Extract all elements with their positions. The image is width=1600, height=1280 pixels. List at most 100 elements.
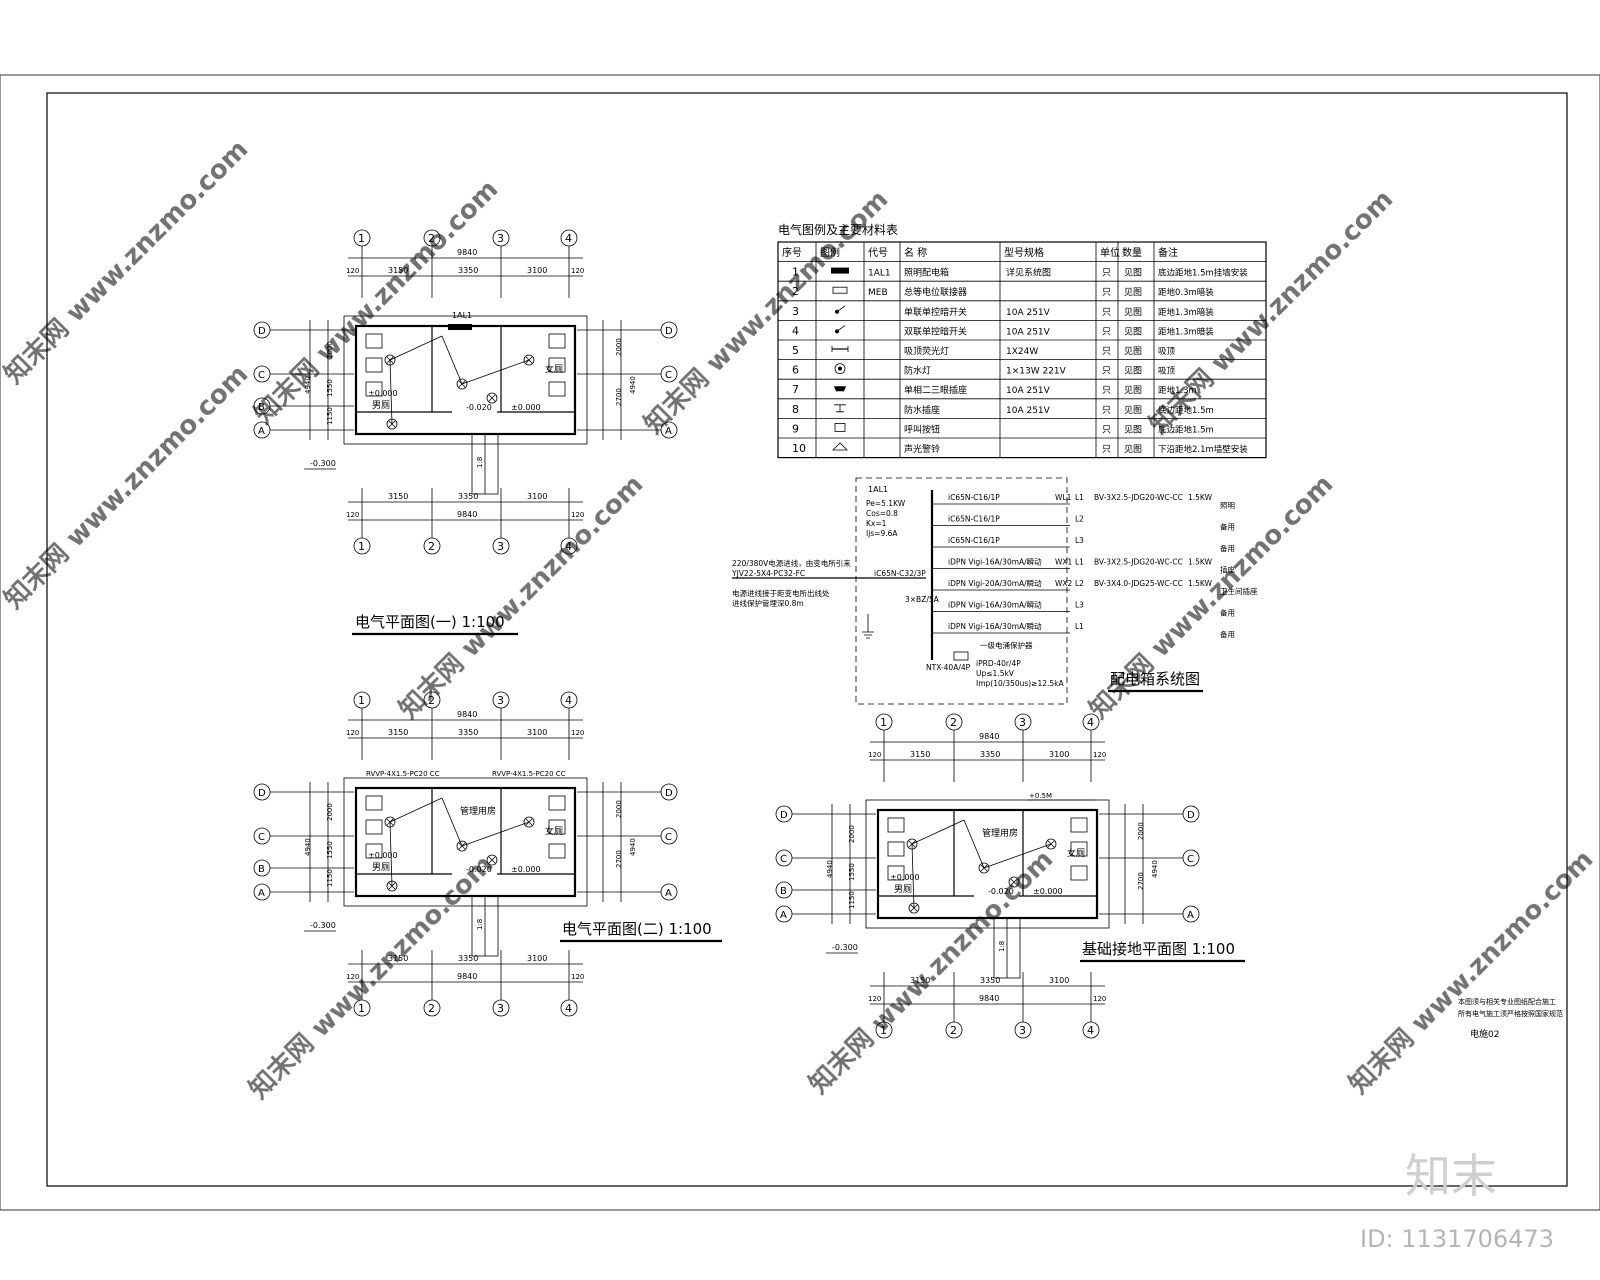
dim-height-right: 4940 <box>629 838 637 856</box>
dim-right: 2700 <box>615 850 623 868</box>
branch-power: 1.5KW <box>1188 558 1213 567</box>
legend-name: 吸顶荧光灯 <box>904 345 949 357</box>
legend-header: 数量 <box>1122 246 1142 259</box>
axis-label-bottom: 1 <box>880 1024 887 1037</box>
dim-span: 3150 <box>388 728 408 737</box>
building-apron <box>865 799 1110 929</box>
system-dashed-box <box>855 477 1068 705</box>
brand-logo: 知末 <box>1405 1149 1497 1203</box>
legend-name: 防水插座 <box>904 404 940 416</box>
legend-spec: 1×13W 221V <box>1006 367 1067 377</box>
legend-header: 名 称 <box>904 246 927 259</box>
dim-edge-bottom: 120 <box>346 973 359 981</box>
row-label-left: D <box>258 326 266 337</box>
legend-qty: 见图 <box>1124 424 1142 435</box>
watermark-1: 知末网 www.znzmo.com <box>0 134 254 389</box>
axis-label-top: 2 <box>950 716 957 729</box>
dim-span-bottom: 3100 <box>527 492 547 501</box>
spd-spec: Up≤1.5kV <box>976 669 1015 678</box>
plan-1-title: 电气平面图(一) 1:100 <box>355 613 505 631</box>
row-label-left: C <box>258 832 265 843</box>
legend-qty: 见图 <box>1124 366 1142 377</box>
ground-level: -0.300 <box>832 943 858 952</box>
branch-breaker: iDPN Vigi-16A/30mA/瞬动 <box>948 557 1042 567</box>
system-param: Cos=0.8 <box>866 509 898 518</box>
waterproof-socket-icon <box>834 404 846 413</box>
level-mark: ±0.000 <box>368 389 398 398</box>
axis-label-top: 4 <box>1087 716 1094 729</box>
legend-no: 4 <box>792 324 799 337</box>
waterproof-lamp-icon <box>978 862 990 874</box>
legend-unit: 只 <box>1102 386 1111 396</box>
row-label-left: D <box>258 788 266 799</box>
legend-spec: 10A 251V <box>1006 308 1051 318</box>
legend-no: 3 <box>792 305 799 318</box>
dim-left: 2000 <box>326 341 334 359</box>
dim-height-right: 4940 <box>1151 860 1159 878</box>
branch-phase: L1 <box>1075 622 1084 631</box>
dim-span: 3350 <box>458 266 478 275</box>
toilet-stall <box>365 843 383 859</box>
dim-span: 3100 <box>527 728 547 737</box>
legend-note: 距地1.3m <box>1158 385 1197 396</box>
meb-icon <box>832 286 848 294</box>
dim-right: 2000 <box>615 800 623 818</box>
legend-unit: 只 <box>1102 367 1111 377</box>
axis-bubble-bottom <box>492 999 510 1017</box>
row-label-right: D <box>665 326 673 337</box>
axis-bubble-bottom <box>875 1021 893 1039</box>
legend-qty: 见图 <box>1124 405 1142 416</box>
dim-span: 3350 <box>980 750 1000 759</box>
row-label-left: D <box>780 810 788 821</box>
legend-spec: 详见系统图 <box>1006 267 1051 279</box>
room-label: 管理用房 <box>460 805 496 817</box>
branch-cable: BV-3X2.5-JDG20-WC-CC <box>1094 493 1183 502</box>
toilet-stall <box>548 843 566 859</box>
dim-total: 9840 <box>979 732 999 741</box>
ground-level: -0.300 <box>310 921 336 930</box>
row-label-right: A <box>665 426 672 437</box>
legend-spec: 10A 251V <box>1006 386 1051 396</box>
dim-left: 1550 <box>848 863 856 881</box>
dim-total: 9840 <box>457 710 477 719</box>
axis-bubble-bottom <box>1014 1021 1032 1039</box>
dim-span-bottom: 3100 <box>527 954 547 963</box>
dim-edge-left: 120 <box>346 729 359 737</box>
legend-note: 距地1.3m暗装 <box>1158 326 1214 337</box>
level-mark: -0.020 <box>466 865 492 874</box>
branch-phase: L3 <box>1075 536 1084 545</box>
system-param: Ijs=9.6A <box>866 529 898 538</box>
system-param: Kx=1 <box>866 519 887 528</box>
axis-bubble-bottom <box>492 537 510 555</box>
axis-label-top: 1 <box>358 232 365 245</box>
dim-height-left: 4940 <box>304 838 312 856</box>
legend-no: 8 <box>792 403 799 416</box>
axis-label-top: 1 <box>880 716 887 729</box>
spd-spec: iPRD-40r/4P <box>976 659 1021 668</box>
dim-edge-bottom: 120 <box>571 511 584 519</box>
spd-spec: Imp(10/350us)≥12.5kA <box>976 679 1065 688</box>
legend-unit: 只 <box>1102 327 1111 337</box>
row-label-right: C <box>665 370 672 381</box>
dim-span-bottom: 3150 <box>910 976 930 985</box>
legend-header: 序号 <box>782 246 802 259</box>
axis-label-bottom: 1 <box>358 1002 365 1015</box>
dim-left: 1150 <box>326 869 334 887</box>
row-label-left: B <box>258 864 265 875</box>
legend-header: 单位 <box>1100 246 1120 259</box>
wiring-path <box>389 797 530 887</box>
dim-span: 3150 <box>910 750 930 759</box>
legend-unit: 只 <box>1102 347 1111 357</box>
waterproof-lamp-icon <box>1008 876 1020 888</box>
dim-right: 2000 <box>1137 822 1145 840</box>
axis-label-top: 3 <box>497 694 504 707</box>
sheet-note-2: 所有电气施工须严格按照国家规范 <box>1458 1009 1563 1018</box>
legend-name: 防水灯 <box>904 365 931 377</box>
id-label: ID: 1131706473 <box>1360 1225 1554 1253</box>
legend-unit: 只 <box>1102 308 1111 318</box>
level-mark: ±0.000 <box>511 403 541 412</box>
branch-phase: L3 <box>1075 601 1084 610</box>
